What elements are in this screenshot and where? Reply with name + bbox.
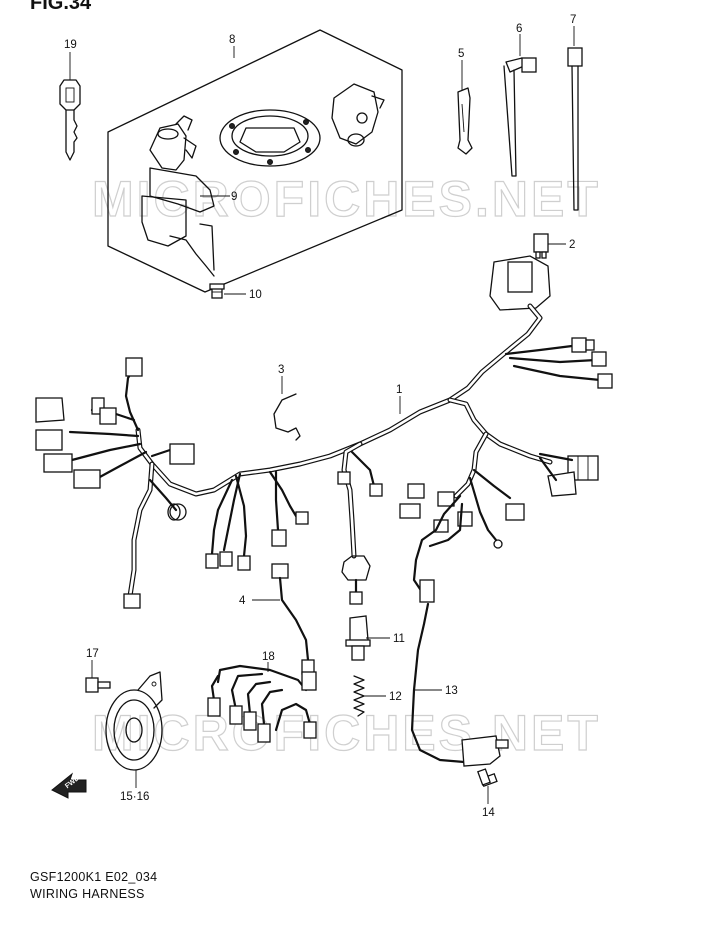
callout-2: 2 (569, 239, 575, 251)
callout-3: 3 (278, 364, 284, 376)
callout-4: 4 (239, 595, 246, 607)
sub-harness-18 (207, 664, 317, 743)
switch-11 (345, 615, 371, 661)
callout-1: 1 (396, 384, 402, 396)
clip-3 (273, 393, 301, 441)
fuse-2 (533, 233, 549, 259)
bolt-17 (85, 677, 111, 693)
watermark-bottom: MICROFICHES.NET (92, 705, 601, 761)
cable-tie-6 (503, 57, 537, 177)
clamp-5 (457, 87, 473, 155)
callout-10: 10 (249, 289, 262, 301)
callout-6: 6 (516, 23, 522, 35)
lock-set (107, 29, 403, 293)
callout-11: 11 (393, 633, 405, 645)
callout-14: 14 (482, 807, 495, 819)
callout-13: 13 (445, 685, 458, 697)
bolt-14 (477, 768, 498, 787)
callout-18: 18 (262, 651, 275, 663)
diagram-code: GSF1200K1 E02_034 (30, 870, 158, 884)
callout-8: 8 (229, 34, 235, 46)
horn (105, 671, 163, 771)
callout-leaders (69, 26, 575, 804)
callout-15-16: 15·16 (120, 791, 149, 803)
figure-title: FIG.34 (30, 0, 92, 14)
cable-13 (410, 602, 509, 767)
diagram-name: WIRING HARNESS (30, 887, 145, 901)
callout-7: 7 (570, 14, 576, 26)
sub-harness-4 (271, 563, 315, 675)
main-harness (35, 255, 613, 609)
callout-19: 19 (64, 39, 77, 51)
callout-17: 17 (86, 648, 99, 660)
callout-5: 5 (458, 48, 464, 60)
cable-tie-7 (567, 47, 583, 211)
callout-12: 12 (389, 691, 402, 703)
bolt-10 (209, 283, 225, 299)
fwd-arrow-icon: FWD (51, 772, 87, 799)
callout-9: 9 (231, 191, 237, 203)
ignition-key (59, 79, 81, 161)
